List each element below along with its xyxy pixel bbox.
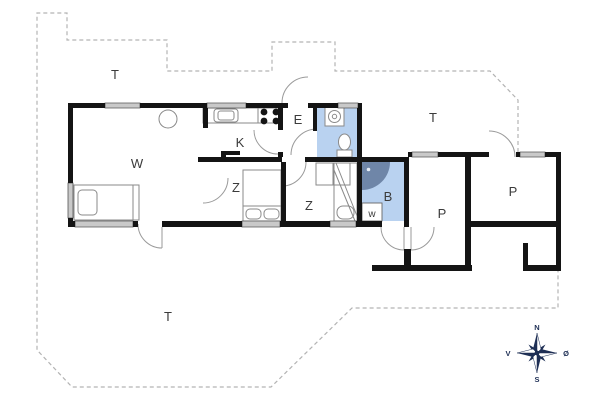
compass-label-east: Ø (563, 349, 569, 358)
room-label-terrace-top-left: T (111, 67, 119, 82)
annex-inner-door-arc (410, 226, 435, 251)
room-label-terrace-bottom: T (164, 309, 172, 324)
bathroom-door-arc (380, 226, 405, 251)
room-label-kitchen: K (236, 135, 245, 150)
double-bed-icon (73, 184, 140, 221)
room-label-bedroom-right: Z (305, 198, 313, 213)
walls (68, 103, 561, 271)
compass-label-north: N (534, 323, 539, 332)
dining-table-icon (158, 109, 178, 129)
stove-icon (260, 108, 280, 125)
bunk-bed-icon (333, 162, 358, 222)
plot-boundary-line (36, 12, 559, 388)
kitchen-door-arc (253, 129, 279, 155)
compass-star-highlights (516, 332, 558, 374)
room-label-living-room: W (131, 156, 144, 171)
compass-label-south: S (534, 375, 539, 384)
room-label-utility-closet: w (367, 209, 376, 220)
room-label-entry: E (294, 112, 303, 127)
bed-icon-bedroom-left (242, 169, 282, 222)
room-label-annex-right: P (509, 184, 518, 199)
room-label-bathroom: B (384, 189, 393, 204)
front-door-arc (281, 76, 309, 104)
room-label-bedroom-left: Z (232, 180, 240, 195)
shower-head-icon (366, 167, 371, 172)
compass-center-dot (534, 350, 540, 356)
room-label-terrace-top-right: T (429, 110, 437, 125)
compass-label-west: V (505, 349, 510, 358)
compass-rose: N S V Ø (505, 323, 569, 384)
door-arcs (137, 76, 516, 251)
terrace-door-arc (137, 223, 163, 249)
annex-right-door-arc (488, 130, 516, 158)
sink-icon (213, 108, 239, 123)
washing-machine-icon (324, 106, 345, 127)
bedroom-left-door-arc (202, 177, 229, 204)
wc-door-arc (290, 128, 318, 156)
toilet-icon (336, 133, 353, 158)
room-label-annex-left: P (438, 206, 447, 221)
wardrobe-icon (315, 162, 351, 186)
